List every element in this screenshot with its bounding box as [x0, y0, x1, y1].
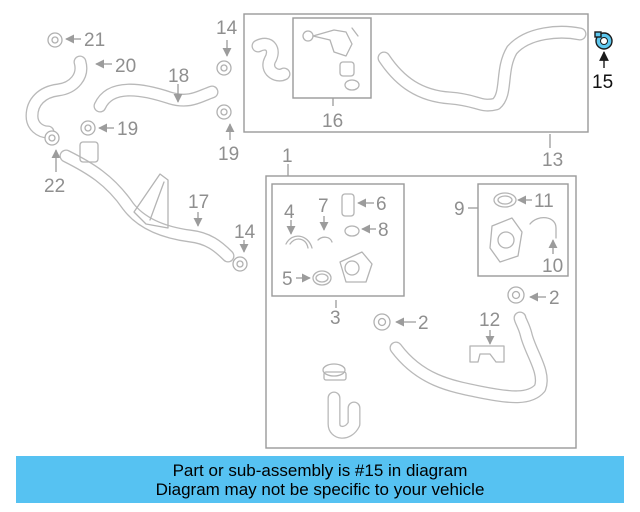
clamp-19-right	[216, 104, 235, 140]
callout-22: 22	[44, 176, 65, 197]
callout-20: 20	[115, 56, 136, 77]
lower-coolant-hose	[389, 311, 548, 404]
callout-3: 3	[330, 308, 341, 329]
clamp-21	[47, 32, 81, 48]
clamp-2-left	[373, 313, 416, 331]
clamp-2-right	[507, 286, 546, 304]
hose-18	[93, 83, 219, 113]
inner-box-9	[477, 183, 569, 277]
clamp-14-upper	[216, 40, 232, 76]
callout-14-lower: 14	[234, 222, 256, 243]
valve-fitting-16	[302, 27, 360, 91]
callout-2-right: 2	[549, 288, 560, 309]
callout-9: 9	[454, 199, 465, 220]
callout-8: 8	[378, 220, 389, 241]
callout-14-upper: 14	[216, 18, 238, 39]
lower-assembly-box	[265, 175, 577, 449]
callout-21: 21	[84, 30, 105, 51]
callout-15: 15	[592, 72, 613, 93]
callout-10: 10	[542, 256, 563, 277]
upper-assembly-box	[243, 13, 589, 133]
callout-13: 13	[542, 150, 563, 171]
long-hose-13	[377, 25, 587, 112]
callout-4: 4	[284, 202, 295, 223]
info-banner: Part or sub-assembly is #15 in diagram D…	[16, 456, 624, 503]
callout-6: 6	[376, 194, 387, 215]
water-pump-parts	[489, 192, 557, 263]
pipe-17	[59, 141, 235, 263]
callout-12: 12	[479, 310, 500, 331]
callout-2-left: 2	[418, 313, 429, 334]
callout-11: 11	[534, 191, 554, 212]
clamp-15-highlighted	[594, 31, 613, 68]
clamp-19-left	[80, 120, 114, 136]
callout-17: 17	[188, 192, 209, 213]
thermostat-housing-parts	[285, 193, 373, 286]
callout-18: 18	[168, 66, 189, 87]
callout-5: 5	[282, 269, 293, 290]
inner-box-3	[271, 183, 405, 297]
cap-and-elbow-hose	[322, 363, 361, 439]
callout-19-left: 19	[117, 119, 138, 140]
callout-1: 1	[282, 146, 293, 167]
banner-line-2: Diagram may not be specific to your vehi…	[155, 480, 485, 499]
inner-box-16	[292, 17, 372, 99]
clamp-14-lower	[232, 240, 249, 272]
upper-short-hose	[251, 37, 291, 82]
clamp-22	[44, 130, 61, 172]
callout-19-right: 19	[218, 144, 239, 165]
callout-7: 7	[318, 196, 329, 217]
parts-diagram: 15 13 16 21 20 18 19 22	[25, 13, 613, 449]
banner-line-1: Part or sub-assembly is #15 in diagram	[172, 461, 468, 480]
bracket-12	[469, 330, 505, 363]
callout-16: 16	[322, 111, 343, 132]
hose-20	[25, 55, 112, 139]
